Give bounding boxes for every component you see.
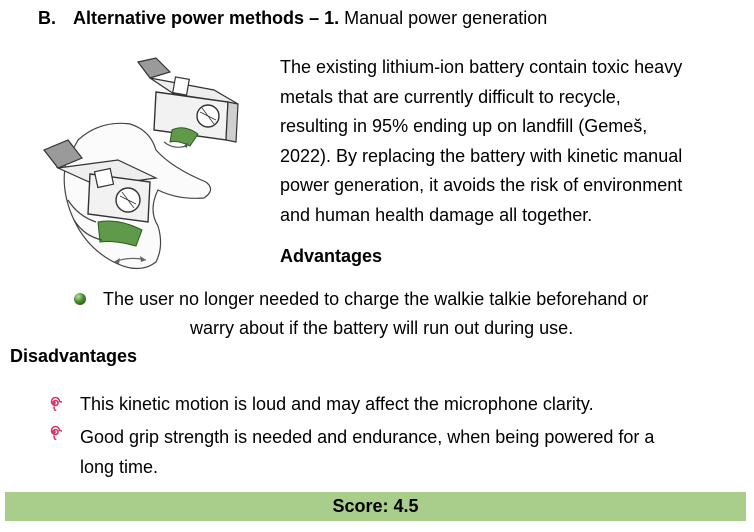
paragraph-line: and human health damage all together.: [280, 204, 593, 225]
advantage-item-line-1: The user no longer needed to charge the …: [103, 289, 649, 309]
red-spiral-bullet-icon: [50, 396, 62, 411]
device-top-illustration: [136, 57, 239, 148]
motion-arrow-icon: [113, 256, 147, 264]
paragraph-line: resulting in 95% ending up on landfill (…: [280, 116, 648, 136]
body-paragraph: The existing lithium-ion battery contain…: [280, 53, 750, 230]
disadvantages-title: Disadvantages: [10, 346, 138, 366]
score-label: Score: 4.5: [332, 496, 419, 516]
disadvantage-item-2-line-2: long time.: [80, 456, 159, 477]
disadvantage-item-2: Good grip strength is needed and enduran…: [80, 423, 654, 482]
section-heading: B. Alternative power methods – 1. Manual…: [38, 8, 547, 29]
advantages-title: Advantages: [280, 246, 383, 266]
paragraph-line: 2022). By replacing the battery with kin…: [280, 145, 683, 166]
paragraph-line: power generation, it avoids the risk of …: [280, 175, 683, 195]
section-heading-normal: Manual power generation: [344, 8, 548, 28]
advantage-item-line-2: warry about if the battery will run out …: [190, 318, 574, 338]
disadvantage-item-2-line-1: Good grip strength is needed and enduran…: [80, 427, 655, 447]
device-bottom-illustration: [43, 139, 159, 247]
disadvantage-item-1: This kinetic motion is loud and may affe…: [80, 394, 594, 414]
red-spiral-bullet-icon: [50, 425, 62, 440]
green-sphere-bullet-icon: [74, 293, 86, 305]
section-letter: B.: [38, 8, 56, 28]
score-bar: Score: 4.5: [5, 492, 746, 521]
paragraph-line: The existing lithium-ion battery contain…: [280, 57, 683, 77]
walkie-talkie-illustration: [43, 57, 239, 270]
paragraph-line: metals that are currently difficult to r…: [280, 86, 621, 107]
section-heading-bold: Alternative power methods – 1.: [73, 8, 340, 28]
